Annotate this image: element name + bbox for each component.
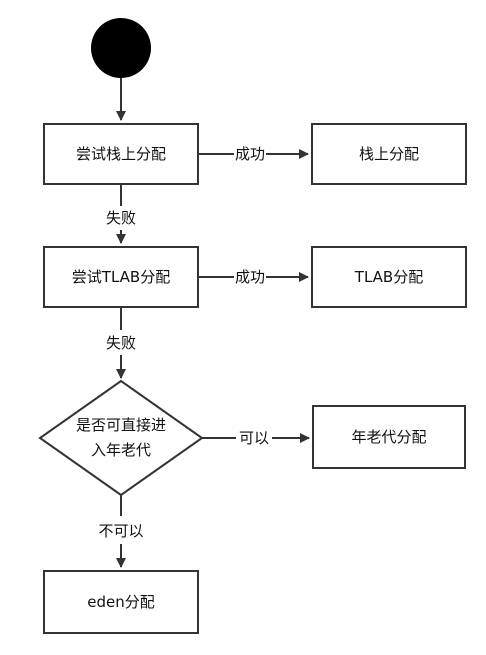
try-tlab-label: 尝试TLAB分配 xyxy=(72,268,170,286)
can-label: 可以 xyxy=(239,429,269,447)
decision-label-line1: 是否可直接进 xyxy=(76,416,166,434)
success-label-2: 成功 xyxy=(235,268,265,286)
start-node xyxy=(91,18,151,78)
decision-diamond xyxy=(38,379,204,497)
stack-alloc-box xyxy=(311,123,467,185)
cannot-label: 不可以 xyxy=(98,522,143,540)
eden-alloc-box xyxy=(43,570,199,634)
tlab-alloc-label: TLAB分配 xyxy=(354,268,423,286)
try-tlab-box xyxy=(43,246,199,308)
old-alloc-label: 年老代分配 xyxy=(351,428,426,446)
try-stack-label: 尝试栈上分配 xyxy=(76,145,166,163)
decision-label-line2: 入年老代 xyxy=(91,441,151,459)
tlab-alloc-box xyxy=(311,246,467,308)
eden-alloc-label: eden分配 xyxy=(87,593,155,611)
stack-alloc-label: 栈上分配 xyxy=(359,145,419,163)
fail-label-2: 失败 xyxy=(106,334,136,352)
old-alloc-box xyxy=(312,405,466,469)
success-label-1: 成功 xyxy=(235,145,265,163)
fail-label-1: 失败 xyxy=(106,209,136,227)
